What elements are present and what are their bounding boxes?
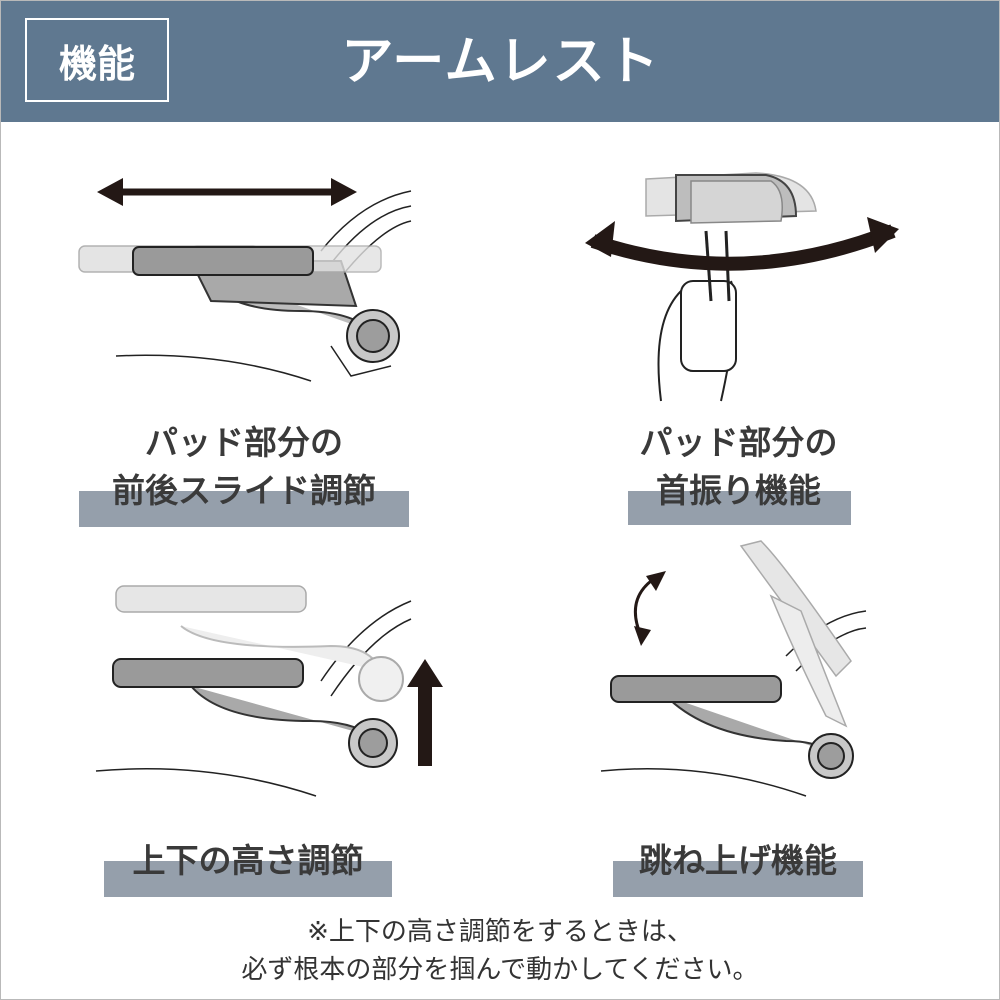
feature-label: 上下の高さ調節 [104,837,392,885]
slide-illustration [78,178,412,382]
height-illustration [95,585,443,797]
label-bar [613,861,863,897]
slide-panel [71,161,431,401]
flip-up-illustration [600,540,867,797]
feature-label-line2: 首振り機能 [656,471,821,510]
feature-label-line1: 跳ね上げ機能 [639,841,837,880]
label-bar [79,491,409,527]
feature-label: 跳ね上げ機能 [613,837,863,885]
swivel-panel [581,161,911,411]
swivel-illustration [585,172,899,402]
feature-label: パッド部分の 首振り機能 [601,419,876,515]
header-bar: 機能 アームレスト [1,1,999,122]
feature-label-line2: 前後スライド調節 [112,471,376,510]
label-bar [628,491,851,525]
note-line1: ※上下の高さ調節をするときは、 [307,917,693,947]
note-line2: 必ず根本の部分を掴んで動かしてください。 [241,955,759,985]
page-title: アームレスト [341,32,661,92]
feature-label-line1: パッド部分の [639,423,838,462]
feature-label: パッド部分の 前後スライド調節 [79,419,409,515]
feature-label-line1: パッド部分の [145,423,343,462]
feature-badge: 機能 [25,18,169,102]
feature-label-line1: 上下の高さ調節 [132,841,364,880]
label-bar [104,861,392,897]
height-panel [91,571,451,801]
flip-up-panel [596,536,896,806]
